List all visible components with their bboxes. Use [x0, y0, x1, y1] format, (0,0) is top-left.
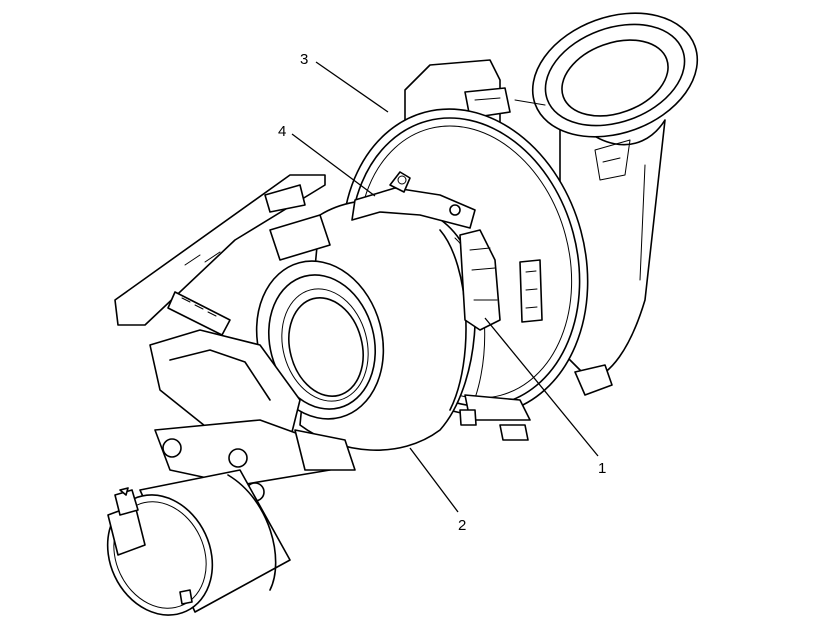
lower-bracket — [149, 329, 356, 502]
callout-4: 4 — [278, 123, 286, 140]
leader-line-4 — [291, 133, 376, 197]
wastegate-actuator — [106, 469, 291, 616]
leader-line-1 — [484, 317, 599, 457]
leader-lines — [291, 61, 599, 513]
turbine-inlet — [255, 260, 385, 420]
leader-line-3 — [315, 61, 389, 113]
callout-3: 3 — [300, 51, 308, 68]
clamp-band — [351, 171, 476, 229]
callout-1: 1 — [598, 460, 606, 477]
callout-2: 2 — [458, 517, 466, 534]
leader-line-2 — [409, 447, 459, 513]
mounting-bracket — [114, 174, 331, 336]
